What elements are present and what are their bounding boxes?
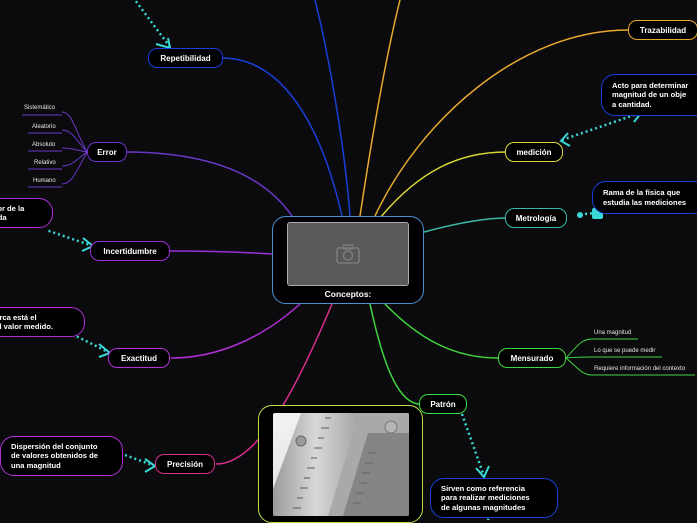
- node-error[interactable]: Error: [87, 142, 127, 162]
- node-mensurado[interactable]: Mensurado: [498, 348, 566, 368]
- branch-medicion: [379, 151, 507, 219]
- desc-metrologia[interactable]: Rama de la física que estudia las medici…: [592, 181, 697, 214]
- mensurado-item-contexto: Requiere información del contexto: [594, 366, 686, 372]
- metrologia-connector-dot: [577, 212, 583, 218]
- photo-node[interactable]: [258, 405, 423, 523]
- vernier-caliper-image: [273, 413, 409, 516]
- desc-incertidumbre[interactable]: alor de la dida: [0, 198, 53, 228]
- node-patron[interactable]: Patrón: [419, 394, 467, 414]
- branch-metrologia: [423, 217, 507, 233]
- node-metrologia[interactable]: Metrología: [505, 208, 567, 228]
- connector-medicion: [561, 111, 641, 142]
- node-exactitud[interactable]: Exactitud: [108, 348, 170, 368]
- error-type-absoluto: Absoluto: [32, 142, 56, 148]
- branch-repetibilidad: [221, 57, 343, 217]
- desc-exactitud[interactable]: cerca está el l al valor medido.: [0, 307, 85, 337]
- node-incertidumbre[interactable]: Incertidumbre: [90, 241, 170, 261]
- error-branch-2: [61, 129, 88, 153]
- branch-repetibilidad-top: [314, 0, 351, 217]
- node-repetibilidad[interactable]: Repetibilidad: [148, 48, 223, 68]
- branch-orange-top: [359, 0, 401, 217]
- arrow-medicion: [559, 132, 571, 147]
- connector-patron: [460, 413, 486, 477]
- node-medicion[interactable]: medición: [505, 142, 563, 162]
- mensurado-item-magnitud: Una magnitud: [594, 330, 632, 336]
- error-branch-5: [61, 151, 88, 185]
- connector-precision: [124, 453, 156, 468]
- desc-precision[interactable]: Dispersión del conjunto de valores obten…: [0, 436, 123, 476]
- branch-patron: [369, 303, 421, 405]
- arrow-precision: [144, 458, 157, 473]
- mensurado-branch-1: [565, 338, 593, 359]
- desc-patron[interactable]: Sirven como referencia para realizar med…: [430, 478, 558, 518]
- error-type-sistematico: Sistemático: [24, 105, 56, 111]
- error-type-relativo: Relativo: [34, 160, 56, 166]
- error-type-aleatorio: Aleatorio: [32, 124, 56, 130]
- connector-incertidumbre: [45, 228, 94, 248]
- arrow-patron: [475, 465, 490, 479]
- central-label: Conceptos:: [324, 289, 372, 299]
- mensurado-branch-3: [565, 357, 593, 376]
- central-node[interactable]: Conceptos:: [272, 216, 424, 304]
- connector-exactitud: [73, 333, 111, 355]
- error-branch-1: [61, 111, 88, 153]
- mensurado-item-medir: Lo que se puede medir: [594, 348, 656, 354]
- branch-mensurado: [384, 303, 499, 359]
- error-branch-4: [61, 151, 88, 167]
- branch-error: [124, 151, 293, 217]
- error-type-humano: Humano: [33, 178, 56, 184]
- branch-trazabilidad: [374, 29, 629, 217]
- node-trazabilidad[interactable]: Trazabilidad: [628, 20, 697, 40]
- mensurado-branch-2: [565, 356, 593, 359]
- node-precision[interactable]: Precisión: [155, 454, 215, 474]
- branch-incertidumbre: [169, 250, 273, 255]
- central-photo-placeholder: [287, 222, 409, 286]
- camera-icon: [336, 244, 360, 264]
- error-branch-3: [61, 147, 88, 153]
- connector-repetibilidad: [133, 0, 172, 48]
- desc-medicion[interactable]: Acto para determinar magnitud de un obje…: [601, 74, 697, 116]
- branch-exactitud: [170, 303, 301, 359]
